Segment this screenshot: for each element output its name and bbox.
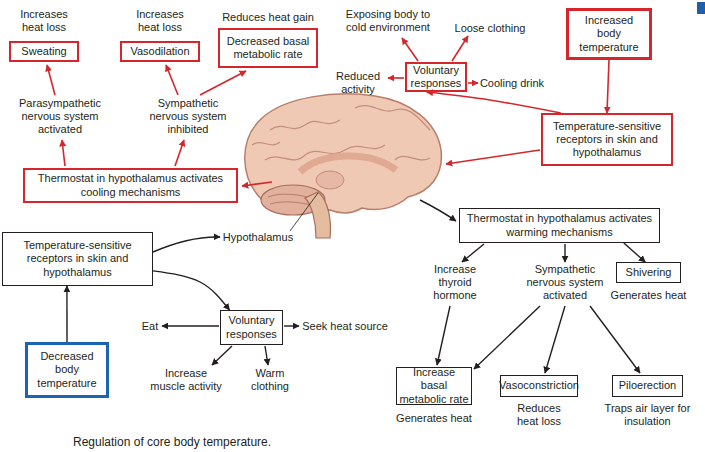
control-center-box: Thermostat in hypothalamus activates coo… — [23, 168, 238, 203]
voluntary-box: Voluntary responses — [405, 62, 467, 92]
part-name: Hypothalamus — [218, 231, 298, 244]
box-label: Vasodilation — [130, 45, 189, 58]
flow-arrow — [166, 65, 178, 95]
box-label: Shivering — [626, 266, 672, 279]
control-center-box: Thermostat in hypothalamus activates war… — [459, 208, 660, 243]
flow-arrow — [437, 306, 450, 365]
pathway-note: Sympathetic nervous system activated — [520, 263, 610, 303]
box-label: Temperature-sensitive receptors in skin … — [549, 120, 665, 160]
effector-box: Increases heat lossSweating — [9, 41, 79, 62]
response-note: Exposing body to cold environment — [338, 8, 438, 34]
pathway-note: Sympathetic nervous system inhibited — [142, 97, 234, 137]
receptor-box: Temperature-sensitive receptors in skin … — [541, 113, 673, 166]
effector-box: Increases heat lossVasodilation — [120, 41, 200, 62]
flow-arrow — [242, 182, 272, 186]
pathway-note: Increase thyroid hormone — [428, 263, 483, 303]
pathway-note: Parasympathetic nervous system activated — [14, 97, 106, 137]
flow-arrow — [446, 150, 540, 164]
effector-box: Reduces heat gainDecreased basal metabol… — [218, 28, 318, 68]
box-label: Increase basal metabolic rate — [399, 366, 469, 406]
stimulus-box: Increased body temperature — [566, 8, 652, 60]
effect-note: Generates heat — [604, 289, 694, 302]
flow-arrow — [265, 346, 268, 365]
box-label: Increased body temperature — [577, 14, 641, 54]
box-label: Decreased body temperature — [34, 350, 100, 390]
flow-arrow — [420, 200, 456, 221]
corpus-callosum — [300, 156, 396, 172]
flow-arrow — [545, 306, 565, 373]
flow-arrow — [452, 36, 468, 61]
flow-arrow — [284, 325, 299, 326]
box-label: Decreased basal metabolic rate — [224, 35, 312, 61]
cerebrum — [245, 94, 442, 213]
effect-note: Reduces heat loss — [509, 402, 569, 428]
box-label: Vasoconstriction — [499, 379, 579, 392]
flow-arrow — [468, 82, 478, 84]
response-note: Eat — [135, 320, 165, 333]
effector-box: PiloerectionTraps air layer for insulati… — [612, 375, 683, 397]
gyrus-line — [252, 142, 280, 145]
brain-illustration — [245, 94, 442, 238]
receptor-box: Temperature-sensitive receptors in skin … — [2, 232, 153, 286]
effector-box: Increase basal metabolic rateGenerates h… — [396, 367, 472, 405]
effector-box: ShiveringGenerates heat — [616, 262, 681, 283]
flow-arrow — [200, 71, 246, 95]
flow-arrow — [62, 140, 65, 166]
flow-connector — [607, 60, 609, 113]
figure-caption: Regulation of core body temperature. — [73, 435, 271, 449]
brainstem — [305, 192, 331, 238]
response-note: Loose clothing — [445, 22, 535, 35]
response-note: Seek heat source — [300, 320, 390, 333]
voluntary-box: Voluntary responses — [220, 310, 283, 345]
corner-tab — [697, 2, 705, 14]
box-label: Voluntary responses — [223, 314, 280, 340]
flow-connector — [153, 271, 229, 310]
gyrus-line — [270, 120, 340, 130]
effector-box: VasoconstrictionReduces heat loss — [500, 375, 578, 397]
gyrus-line — [355, 106, 430, 130]
leader-line — [290, 193, 318, 231]
effect-note: Increases heat loss — [14, 8, 74, 34]
flow-arrow — [474, 306, 540, 369]
effect-note: Generates heat — [389, 412, 479, 425]
effect-note: Reduces heat gain — [213, 11, 323, 24]
flow-arrow — [212, 346, 232, 365]
flow-connector — [427, 92, 561, 113]
thalamus — [316, 171, 344, 189]
box-label: Temperature-sensitive receptors in skin … — [17, 239, 138, 279]
response-note: Reduced activity — [332, 70, 384, 96]
flow-arrow — [153, 237, 220, 252]
flow-arrow — [47, 65, 55, 95]
flow-arrow — [162, 325, 219, 326]
box-label: Thermostat in hypothalamus activates war… — [466, 212, 653, 238]
flow-arrow — [175, 140, 184, 166]
box-label: Voluntary responses — [409, 64, 463, 90]
flow-arrow — [462, 244, 484, 262]
flow-arrow — [402, 38, 418, 61]
effect-note: Traps air layer for insulation — [600, 402, 695, 428]
box-label: Piloerection — [619, 379, 676, 392]
stimulus-box: Decreased body temperature — [25, 342, 109, 398]
flow-connector — [624, 243, 645, 262]
box-label: Thermostat in hypothalamus activates coo… — [33, 172, 228, 198]
flow-arrow — [590, 306, 640, 373]
response-note: Cooling drink — [477, 77, 547, 90]
box-label: Sweating — [21, 45, 66, 58]
flow-connector — [66, 286, 67, 342]
effect-note: Increases heat loss — [130, 8, 190, 34]
flow-arrow — [388, 77, 404, 79]
response-note: Warm clothing — [244, 367, 296, 393]
flow-arrow — [564, 244, 565, 262]
response-note: Increase muscle activity — [148, 367, 224, 393]
gyrus-line — [395, 156, 430, 160]
